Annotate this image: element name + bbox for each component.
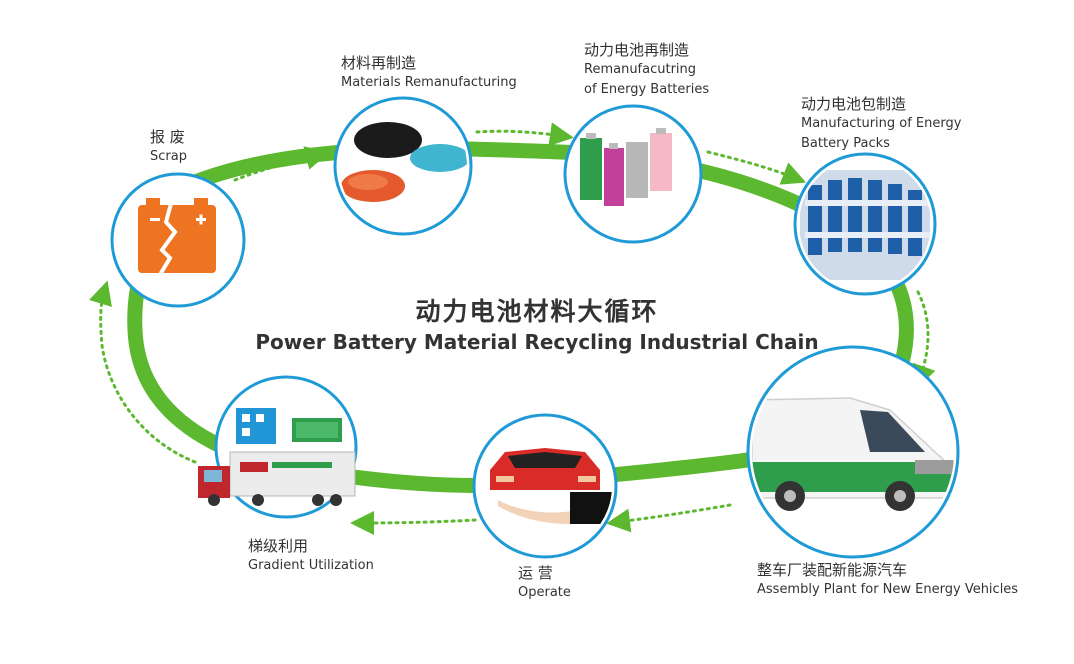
diagram-title-en: Power Battery Material Recycling Industr…: [255, 330, 819, 354]
stage-scrap-node: [110, 172, 246, 308]
label-batteries: 动力电池再制造 Remanufacutring of Energy Batter…: [584, 40, 709, 100]
arrow-scrap-to-materials: [233, 146, 330, 182]
battery-cells-icon: [580, 128, 672, 206]
label-packs-en1: Manufacturing of Energy: [801, 116, 962, 131]
car-on-hand-icon: [490, 448, 612, 524]
label-batteries-cn: 动力电池再制造: [584, 41, 690, 59]
arrow-packs-to-assembly: [912, 290, 936, 390]
label-packs: 动力电池包制造 Manufacturing of Energy Battery …: [801, 94, 961, 154]
label-materials-en: Materials Remanufacturing: [341, 75, 517, 90]
label-operate-cn: 运 营: [518, 564, 553, 582]
label-gradient-cn: 梯级利用: [248, 537, 309, 555]
label-assembly: 整车厂装配新能源汽车 Assembly Plant for New Energy…: [757, 560, 1018, 600]
green-van-icon: [752, 397, 954, 511]
diagram-title-cn: 动力电池材料大循环: [415, 297, 659, 326]
stage-assembly-node: [746, 345, 960, 559]
label-packs-en2: Battery Packs: [801, 136, 890, 151]
arrow-gradient-to-scrap: [89, 280, 197, 464]
label-scrap-en: Scrap: [150, 149, 187, 164]
label-materials: 材料再制造 Materials Remanufacturing: [341, 53, 517, 93]
broken-battery-icon: [138, 198, 216, 280]
label-scrap: 报 废 Scrap: [150, 127, 187, 167]
label-batteries-en2: of Energy Batteries: [584, 82, 710, 97]
label-operate: 运 营 Operate: [518, 563, 571, 603]
label-operate-en: Operate: [518, 585, 571, 600]
powder-materials-icon: [341, 122, 467, 202]
label-assembly-cn: 整车厂装配新能源汽车: [757, 561, 908, 579]
battery-pack-icon: [800, 170, 930, 280]
truck-storage-icon: [198, 408, 356, 506]
stage-operate-node: [472, 413, 618, 559]
stage-materials-node: [333, 96, 473, 236]
stage-packs-node: [793, 152, 937, 296]
stage-batteries-node: [563, 104, 703, 244]
arrow-assembly-to-operate: [606, 503, 732, 533]
arrow-batteries-to-packs: [706, 150, 807, 185]
label-materials-cn: 材料再制造: [341, 54, 417, 72]
stage-gradient-node: [198, 375, 358, 519]
label-gradient-en: Gradient Utilization: [248, 558, 374, 573]
label-packs-cn: 动力电池包制造: [801, 95, 907, 113]
arrow-operate-to-gradient: [350, 510, 477, 535]
label-gradient: 梯级利用 Gradient Utilization: [248, 536, 374, 576]
label-scrap-cn: 报 废: [150, 128, 185, 146]
label-assembly-en: Assembly Plant for New Energy Vehicles: [757, 582, 1019, 597]
flow-arrows: [89, 122, 936, 535]
arrow-materials-to-batteries: [475, 122, 574, 147]
label-batteries-en1: Remanufacutring: [584, 62, 697, 77]
